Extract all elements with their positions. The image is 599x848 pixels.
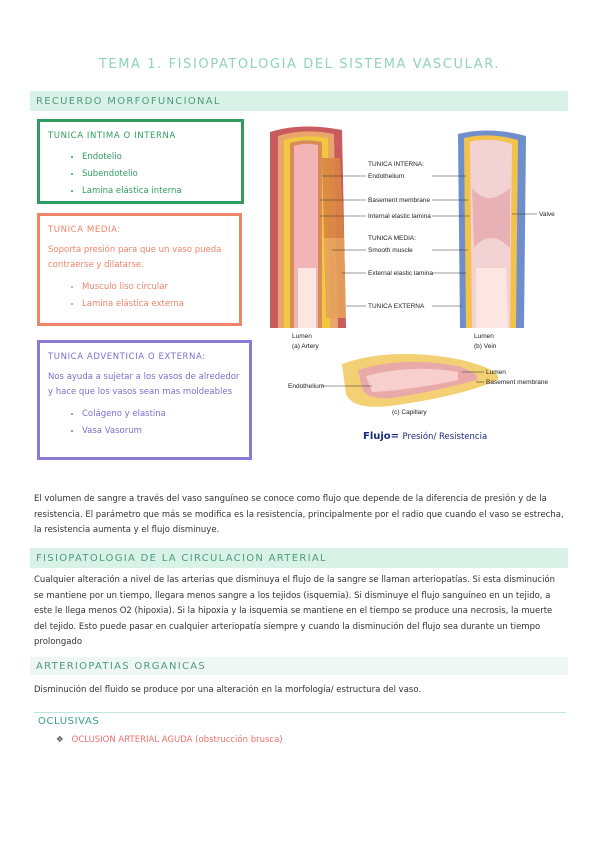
flow-formula: Flujo= Presión/ Resistencia	[363, 431, 487, 442]
media-box: TUNICA MEDIA: Soporta presión para que u…	[37, 213, 242, 326]
adventicia-box: TUNICA ADVENTICIA O EXTERNA: Nos ayuda a…	[37, 340, 252, 460]
oclusivas-item-label: OCLUSION ARTERIAL AGUDA (obstrucción bru…	[71, 735, 283, 745]
list-item: Vasa Vasorum	[82, 423, 241, 440]
list-item: Musculo liso circular	[82, 279, 231, 296]
diamond-bullet-icon: ❖	[56, 735, 64, 745]
label-capillary-lumen: Lumen	[486, 369, 506, 376]
media-description: Soporta presión para que un vaso pueda c…	[48, 245, 222, 270]
oclusivas-title: OCLUSIVAS	[38, 716, 100, 727]
section-header-recuerdo: RECUERDO MORFOFUNCIONAL	[30, 91, 568, 111]
label-endothelium: Endothelium	[368, 173, 404, 180]
label-tunica-media: TUNICA MEDIA:	[368, 235, 416, 242]
media-list: Musculo liso circular Lamina elástica ex…	[48, 279, 231, 313]
adventicia-list: Colágeno y elastina Vasa Vasorum	[48, 406, 241, 440]
label-basement-membrane: Basement membrane	[368, 197, 431, 204]
intima-list: Endotelio Subendotelio Lamina elástica i…	[48, 149, 233, 200]
list-item: Subendotelio	[82, 166, 233, 183]
adventicia-title: TUNICA ADVENTICIA O EXTERNA:	[48, 352, 206, 362]
section-header-organicas: ARTERIOPATIAS ORGANICAS	[30, 657, 568, 675]
label-smooth-muscle: Smooth muscle	[368, 247, 413, 254]
paragraph-organicas: Disminución del fluido se produce por un…	[34, 685, 422, 695]
media-title: TUNICA MEDIA:	[48, 225, 121, 235]
label-capillary-endothelium: Endothelium	[288, 383, 324, 390]
oclusivas-item: ❖ OCLUSION ARTERIAL AGUDA (obstrucción br…	[56, 735, 283, 745]
capillary-drawing	[342, 353, 499, 407]
label-internal-elastic: Internal elastic lamina	[368, 213, 431, 220]
label-tunica-externa: TUNICA EXTERNA	[368, 303, 425, 310]
intima-box: TUNICA INTIMA O INTERNA Endotelio Subend…	[37, 119, 244, 204]
paragraph-flow: El volumen de sangre a través del vaso s…	[34, 494, 564, 535]
paragraph-arteriopatias: Cualquier alteración a nivel de las arte…	[34, 575, 556, 647]
vessel-diagram: TUNICA INTERNA: Endothelium Basement mem…	[270, 126, 555, 416]
artery-drawing	[270, 126, 346, 328]
label-capillary-basement: Basement membrane	[486, 379, 549, 386]
list-item: Lamina elástica interna	[82, 183, 233, 200]
label-tunica-interna: TUNICA INTERNA:	[368, 161, 424, 168]
label-vein-lumen: Lumen	[474, 333, 494, 340]
list-item: Colágeno y elastina	[82, 406, 241, 423]
divider	[34, 712, 566, 713]
label-artery-lumen: Lumen	[292, 333, 312, 340]
label-valve: Valve	[539, 211, 555, 218]
label-artery: (a) Artery	[292, 343, 319, 350]
label-capillary: (c) Capillary	[392, 409, 427, 416]
flow-equation: Presión/ Resistencia	[402, 432, 488, 442]
label-vein: (b) Vein	[474, 343, 497, 350]
vein-drawing	[458, 130, 526, 328]
list-item: Endotelio	[82, 149, 233, 166]
section-header-arterial: FISIOPATOLOGIA DE LA CIRCULACION ARTERIA…	[30, 548, 568, 568]
label-external-elastic: External elastic lamina	[368, 270, 433, 277]
intima-title: TUNICA INTIMA O INTERNA	[48, 131, 176, 141]
list-item: Lamina elástica externa	[82, 296, 231, 313]
page-title: TEMA 1. FISIOPATOLOGIA DEL SISTEMA VASCU…	[98, 57, 501, 72]
flow-label: Flujo=	[363, 431, 400, 442]
adventicia-description: Nos ayuda a sujetar a los vasos de alred…	[48, 372, 240, 397]
